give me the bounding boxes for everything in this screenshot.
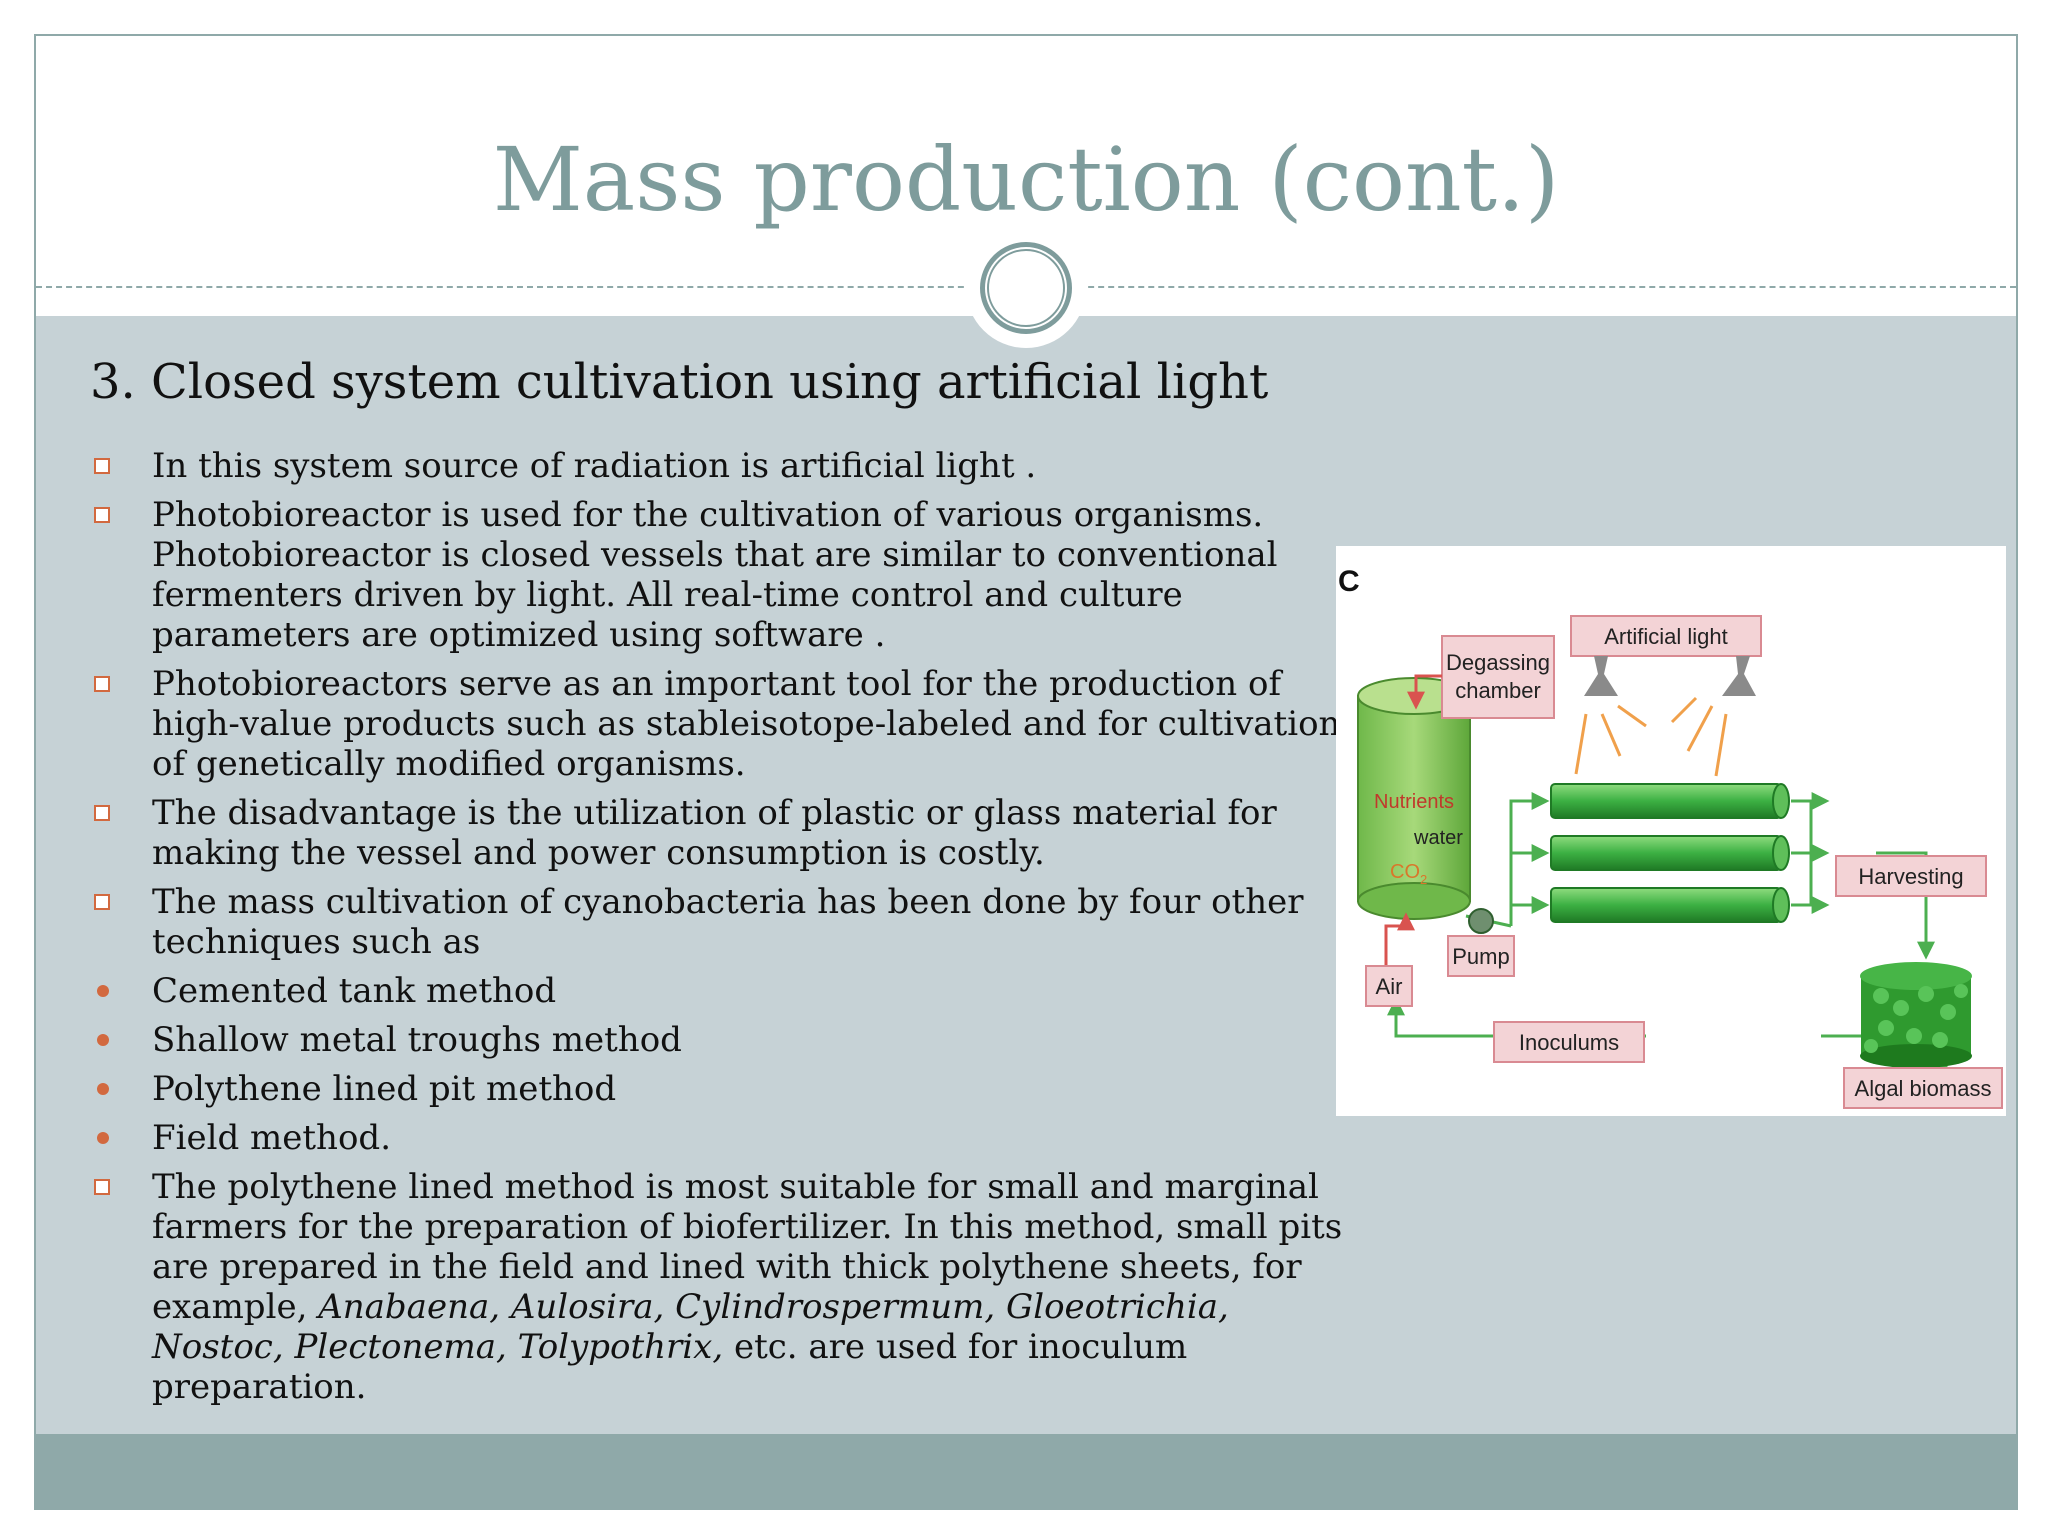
bullet-text: Field method. xyxy=(152,1118,391,1158)
pump-icon xyxy=(1468,908,1494,934)
dot-bullet-icon xyxy=(94,1069,124,1109)
bullet-item: Photobioreactors serve as an important t… xyxy=(90,664,1370,784)
divider-ring-ornament xyxy=(966,228,1086,348)
slide-frame: Mass production (cont.) 3. Closed system… xyxy=(34,34,2018,1510)
bullet-text-tail: etc. are used for inoculum preparation. xyxy=(152,1327,1188,1407)
svg-text:Algal biomass: Algal biomass xyxy=(1855,1076,1992,1101)
bullet-text-lead: The polythene lined method is most suita… xyxy=(152,1167,1343,1327)
bullet-item: Polythene lined pit method xyxy=(90,1069,1370,1109)
bullet-item: The disadvantage is the utilization of p… xyxy=(90,793,1370,873)
panel-letter: C xyxy=(1338,565,1360,598)
bullet-text: In this system source of radiation is ar… xyxy=(152,446,1037,486)
square-bullet-icon xyxy=(94,664,124,704)
bullet-item: Shallow metal troughs method xyxy=(90,1020,1370,1060)
dot-bullet-icon xyxy=(94,1020,124,1060)
svg-text:Degassing: Degassing xyxy=(1446,650,1550,675)
nutrient-tank: Nutrients water CO2 xyxy=(1357,677,1471,920)
co2-label: CO2 xyxy=(1390,861,1427,887)
footer-bar xyxy=(36,1434,2016,1508)
svg-text:Harvesting: Harvesting xyxy=(1858,864,1963,889)
section-heading: 3. Closed system cultivation using artif… xyxy=(90,354,1269,410)
bullet-item: Field method. xyxy=(90,1118,1370,1158)
bullet-text: The mass cultivation of cyanobacteria ha… xyxy=(152,882,1304,962)
bullet-text: Photobioreactor is used for the cultivat… xyxy=(152,495,1278,655)
bullet-item: Photobioreactor is used for the cultivat… xyxy=(90,495,1370,655)
bullet-text: Cemented tank method xyxy=(152,971,557,1011)
dot-bullet-icon xyxy=(94,1118,124,1158)
species-list: Anabaena, Aulosira, Cylindrospermum, Glo… xyxy=(152,1287,1229,1367)
harvesting-box: Harvesting xyxy=(1835,855,1987,897)
bullet-text: Photobioreactors serve as an important t… xyxy=(152,664,1341,784)
bullet-item: The polythene lined method is most suita… xyxy=(90,1167,1370,1407)
lamp-icon xyxy=(1584,656,1756,696)
air-arrow xyxy=(1384,912,1415,966)
dot-bullet-icon xyxy=(94,971,124,1011)
bullet-list: In this system source of radiation is ar… xyxy=(90,446,1370,1416)
bullet-text: Polythene lined pit method xyxy=(152,1069,617,1109)
pump-box: Pump xyxy=(1447,935,1515,977)
degassing-chamber-box: Degassing chamber xyxy=(1441,635,1555,719)
bullet-item: Cemented tank method xyxy=(90,971,1370,1011)
square-bullet-icon xyxy=(94,882,124,922)
photobioreactor-diagram: C Nutrients water CO2 Degassing chamber … xyxy=(1336,546,2006,1116)
slide-title: Mass production (cont.) xyxy=(492,128,1560,231)
bullet-item: In this system source of radiation is ar… xyxy=(90,446,1370,486)
bullet-text: Shallow metal troughs method xyxy=(152,1020,682,1060)
air-box: Air xyxy=(1365,965,1413,1007)
light-rays xyxy=(1574,696,1728,777)
inoculums-box: Inoculums xyxy=(1493,1021,1645,1063)
nutrients-label: Nutrients xyxy=(1374,791,1454,813)
square-bullet-icon xyxy=(94,495,124,535)
degassing-arrow xyxy=(1407,674,1442,710)
svg-text:Artificial light: Artificial light xyxy=(1604,624,1727,649)
water-label: water xyxy=(1413,827,1463,849)
svg-text:chamber: chamber xyxy=(1455,678,1541,703)
square-bullet-icon xyxy=(94,1167,124,1207)
square-bullet-icon xyxy=(94,446,124,486)
artificial-light-box: Artificial light xyxy=(1570,615,1762,657)
diagram-svg: C Nutrients water CO2 Degassing chamber … xyxy=(1338,565,2003,1109)
svg-text:Air: Air xyxy=(1376,974,1403,999)
algal-biomass-pile xyxy=(1860,962,1972,1068)
square-bullet-icon xyxy=(94,793,124,833)
bullet-item: The mass cultivation of cyanobacteria ha… xyxy=(90,882,1370,962)
svg-text:Pump: Pump xyxy=(1452,944,1509,969)
svg-text:Inoculums: Inoculums xyxy=(1519,1030,1619,1055)
algal-biomass-box: Algal biomass xyxy=(1843,1067,2003,1109)
photobioreactor-tubes xyxy=(1550,783,1790,923)
bullet-text: The disadvantage is the utilization of p… xyxy=(152,793,1277,873)
